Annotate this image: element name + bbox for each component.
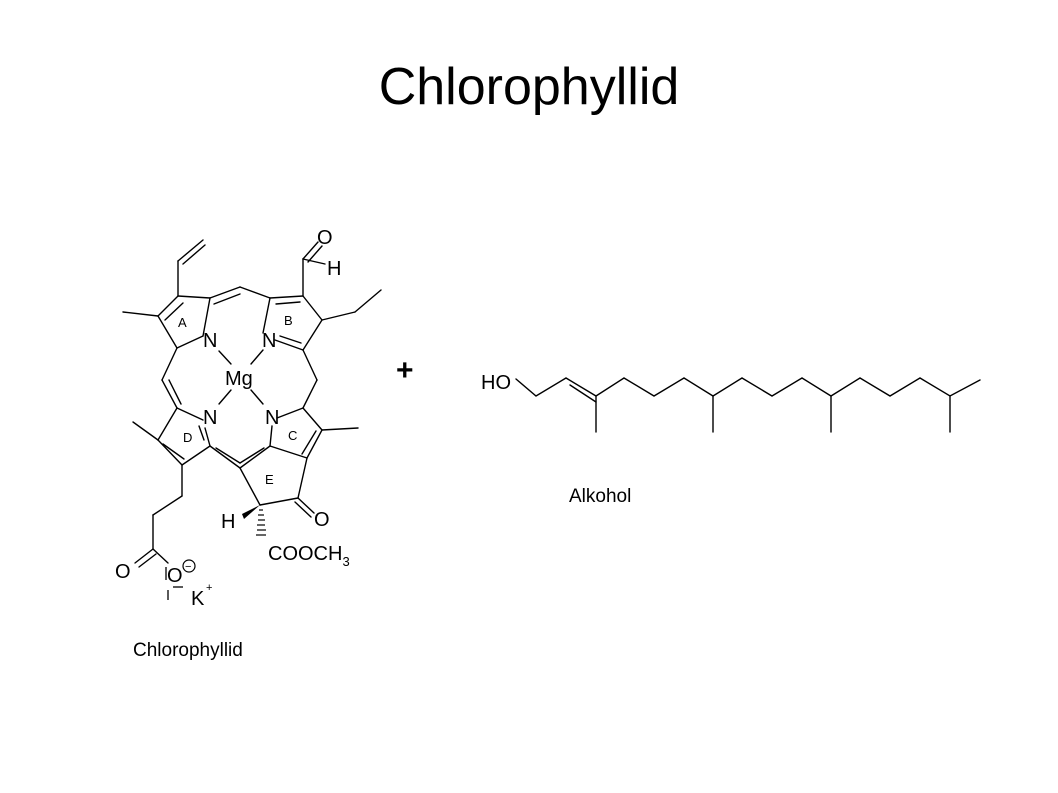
atom-n-a: N [203,330,217,352]
ring-label-d: D [183,430,192,445]
atom-aldehyde-o: O [317,227,333,249]
atom-n-b: N [262,330,276,352]
minus-charge: − [185,561,191,573]
chlorophyllid-bonds [122,239,382,568]
negative-charge-circle [182,559,196,573]
atom-keto-o: O [314,509,330,531]
wedge-bond [242,505,260,519]
ring-label-a: A [178,315,187,330]
atom-stereo-h: H [221,511,235,533]
ring-label-b: B [284,313,293,328]
hashed-bond [256,509,266,536]
atom-k: K [191,588,205,610]
atom-n-c: N [265,407,279,429]
alcohol-chain [515,377,981,433]
plus-charge: + [206,582,212,594]
ester-group: COOCH3 [268,543,350,569]
ring-label-c: C [288,428,297,443]
lone-pair-marks [165,567,183,600]
atom-n-d: N [203,407,217,429]
atom-acid-o-double: O [115,561,131,583]
ring-label-e: E [265,472,274,487]
reaction-plus: + [396,354,414,387]
chlorophyllid-caption: Chlorophyllid [133,640,243,661]
atom-mg: Mg [225,368,253,390]
alkohol-caption: Alkohol [569,486,631,507]
atom-acid-o-single: O [167,565,183,587]
slide-title: Chlorophyllid [378,58,680,116]
atom-aldehyde-h: H [327,258,341,280]
hydroxyl-label: HO [481,372,511,394]
